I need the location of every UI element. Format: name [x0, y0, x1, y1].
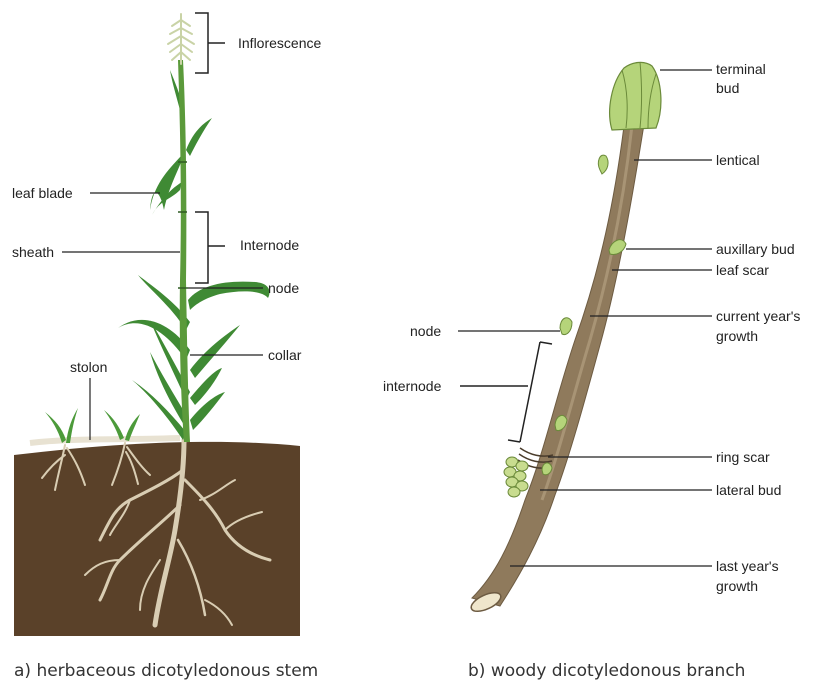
label-leaf-blade: leaf blade	[12, 185, 73, 201]
woody-branch-illustration: terminal bud lentical auxillary bud leaf…	[383, 61, 800, 615]
herbaceous-stem-illustration: Inflorescence leaf blade sheath Internod…	[12, 13, 321, 636]
stolon-runner	[30, 438, 180, 443]
label-sheath: sheath	[12, 244, 54, 260]
label-current-growth-line1: current year's	[716, 308, 800, 324]
label-leaf-scar: leaf scar	[716, 262, 769, 278]
internode-bracket	[195, 212, 225, 283]
label-internode-b: internode	[383, 378, 442, 394]
label-lentical: lentical	[716, 152, 760, 168]
label-inflorescence: Inflorescence	[238, 35, 321, 51]
label-internode: Internode	[240, 237, 299, 253]
label-stolon: stolon	[70, 359, 107, 375]
internode-bracket-b	[460, 342, 552, 442]
caption-panel-a: a) herbaceous dicotyledonous stem	[14, 661, 318, 681]
label-node: node	[268, 280, 299, 296]
inflorescence-bracket	[195, 13, 225, 73]
main-leaves	[118, 70, 269, 440]
label-current-growth-line2: growth	[716, 328, 758, 344]
label-ring-scar: ring scar	[716, 449, 770, 465]
label-auxillary-bud: auxillary bud	[716, 241, 795, 257]
label-lateral-bud: lateral bud	[716, 482, 781, 498]
label-last-growth-line1: last year's	[716, 558, 779, 574]
branch-bark	[472, 118, 645, 606]
label-node-b: node	[410, 323, 441, 339]
label-collar: collar	[268, 347, 302, 363]
inflorescence-plume	[168, 14, 194, 64]
label-terminal-bud-line2: bud	[716, 80, 739, 96]
caption-panel-b: b) woody dicotyledonous branch	[468, 661, 745, 681]
label-last-growth-line2: growth	[716, 578, 758, 594]
lateral-bud-cluster	[504, 457, 528, 497]
label-terminal-bud-line1: terminal	[716, 61, 766, 77]
terminal-bud	[610, 62, 661, 130]
